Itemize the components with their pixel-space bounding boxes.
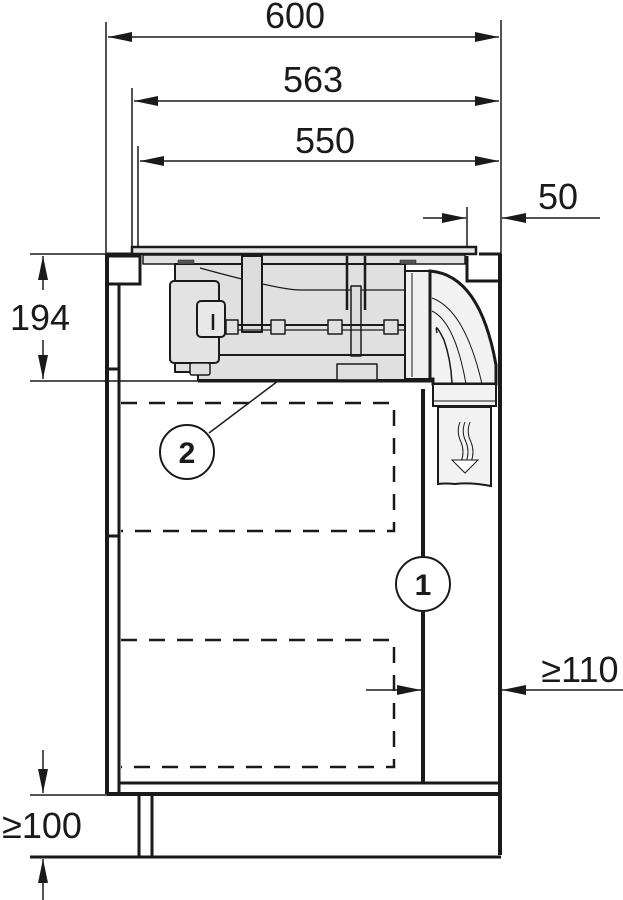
airflow-down-icon — [450, 421, 480, 474]
dimension-110: ≥110 — [366, 649, 623, 695]
drawer-upper — [121, 401, 396, 533]
extractor-unit — [142, 254, 466, 383]
dimension-600-label: 600 — [265, 0, 325, 36]
drawer-lower — [121, 638, 396, 769]
dimension-600: 600 — [105, 0, 502, 255]
dimension-550: 550 — [137, 120, 499, 248]
callout-2-label: 2 — [179, 437, 196, 470]
dimension-563: 563 — [131, 59, 499, 248]
hob-glass — [130, 245, 478, 256]
dimension-110-label: ≥110 — [541, 649, 618, 690]
dimension-100-label: ≥100 — [2, 805, 82, 846]
cabinet — [30, 252, 502, 859]
callout-2: 2 — [159, 380, 279, 480]
callout-1-label: 1 — [415, 569, 432, 602]
dimension-50-label: 50 — [538, 176, 578, 217]
duct-elbow — [404, 269, 498, 407]
dimension-563-label: 563 — [283, 59, 343, 100]
callout-1: 1 — [395, 556, 451, 612]
dimension-550-label: 550 — [295, 120, 355, 161]
dimension-194-label: 194 — [10, 297, 70, 338]
dimension-100: ≥100 — [2, 750, 82, 900]
dimension-50: 50 — [423, 176, 600, 248]
exhaust-duct — [437, 406, 492, 488]
